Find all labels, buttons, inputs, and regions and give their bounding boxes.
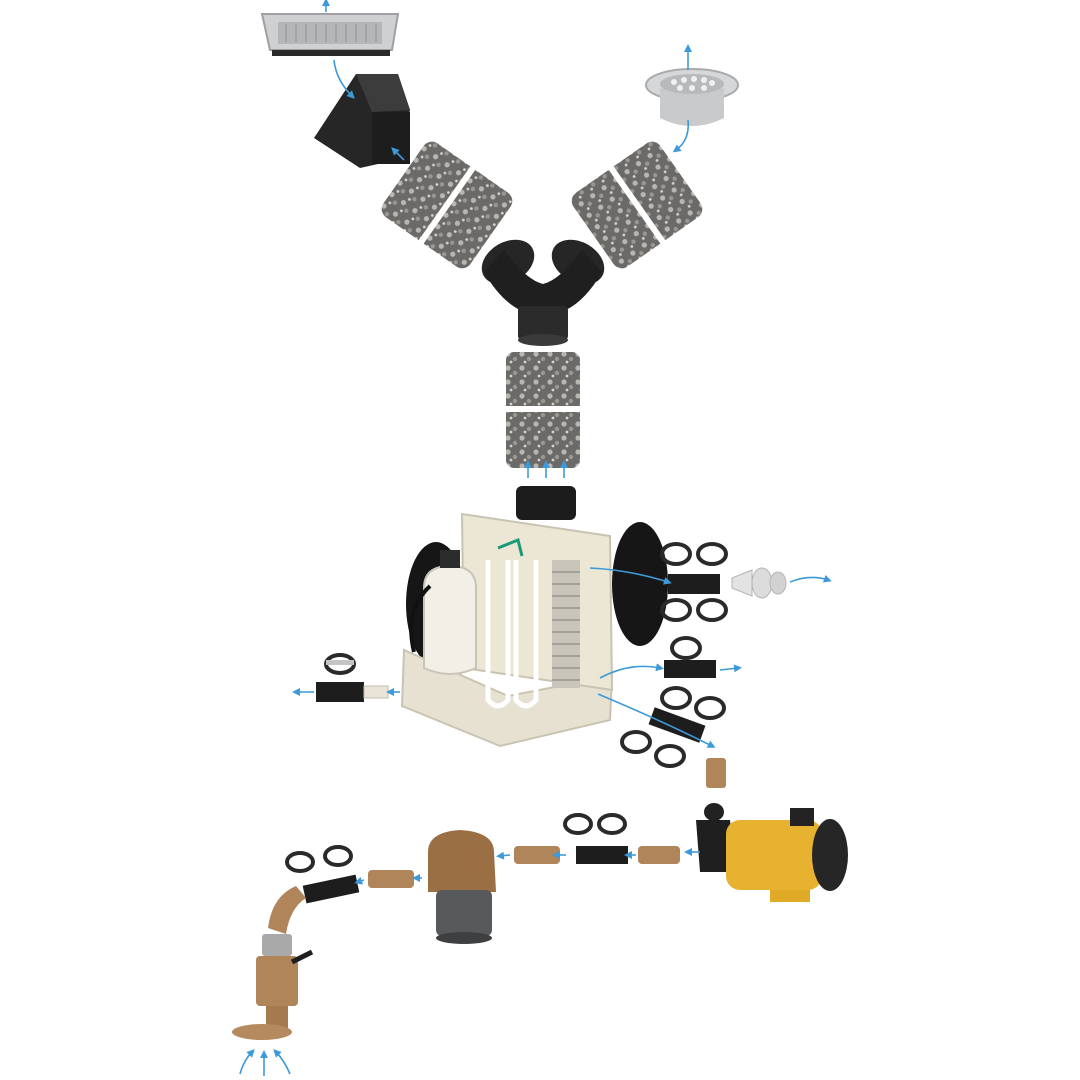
hose-icon [668, 574, 720, 594]
hose-clamp-icon [324, 653, 356, 675]
hose-icon [664, 660, 716, 678]
bronze-fitting-icon [638, 846, 680, 864]
seacock-icon [232, 886, 314, 1040]
flow-arrow [496, 851, 511, 860]
bronze-fitting-icon [514, 846, 560, 864]
bronze-fitting-icon [706, 758, 726, 788]
transition-box-icon [314, 74, 410, 168]
flow-arrow [273, 1049, 291, 1075]
strainer-icon [428, 830, 496, 944]
pump-icon [696, 803, 848, 902]
flow-arrow [333, 59, 355, 99]
flow-arrow [354, 876, 365, 885]
hose-clamp-icon [620, 542, 728, 768]
insulated-duct-icon [381, 141, 513, 269]
blower-outlet [516, 486, 576, 520]
flow-arrows [239, 0, 832, 1076]
flow-arrow [599, 663, 664, 679]
bronze-fitting-icon [368, 870, 414, 888]
drain-fitting-icon [363, 685, 389, 699]
flow-arrow [597, 693, 716, 748]
hose-icon [316, 682, 364, 702]
y-connector-icon [481, 239, 605, 346]
flow-arrow [391, 147, 405, 161]
round-grille-icon [645, 68, 739, 126]
flow-arrow [239, 1049, 255, 1075]
insulated-duct-icon [571, 141, 703, 269]
hose-icon [648, 707, 706, 743]
flow-arrow [672, 119, 690, 153]
hose-clamp-icon [285, 845, 353, 873]
hose-icon [302, 874, 360, 904]
rectangular-grille-icon [260, 13, 400, 56]
air-conditioner-icon [400, 512, 668, 748]
flow-arrow [589, 567, 672, 585]
hose-icon [576, 846, 628, 864]
drain-fitting-icon [731, 567, 787, 599]
flow-arrow [789, 574, 832, 583]
hose-clamp-icon [563, 813, 627, 835]
insulated-duct-icon [502, 352, 584, 468]
flow-arrow [719, 664, 742, 673]
